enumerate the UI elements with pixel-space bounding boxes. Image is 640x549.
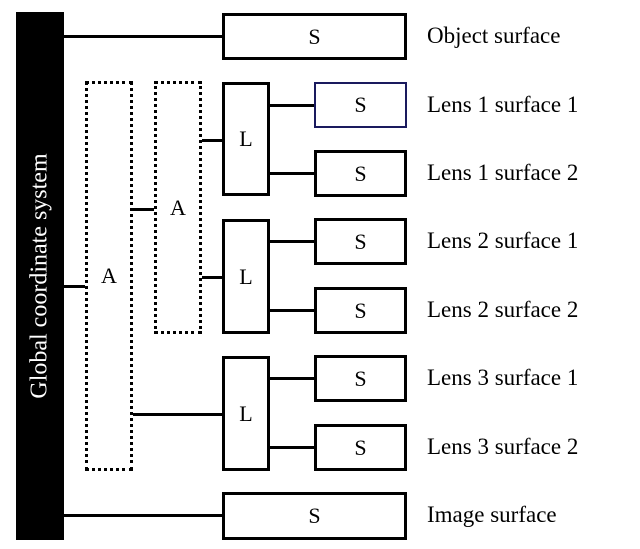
surface-lens3-2-symbol: S bbox=[354, 434, 367, 460]
connector-outer-lens3 bbox=[132, 413, 223, 416]
surface-lens3-2[interactable]: S bbox=[314, 424, 407, 471]
assembly-inner-label: A bbox=[170, 194, 186, 220]
surface-image[interactable]: S bbox=[222, 492, 407, 540]
label-lens3-surface2: Lens 3 surface 2 bbox=[427, 434, 579, 459]
label-object-surface: Object surface bbox=[427, 23, 561, 48]
surface-lens1-1-symbol: S bbox=[354, 92, 367, 117]
surface-lens1-2-symbol: S bbox=[354, 160, 367, 186]
lens-1-label: L bbox=[239, 126, 253, 151]
surface-object[interactable]: S bbox=[222, 13, 407, 60]
surface-lens3-1[interactable]: S bbox=[314, 355, 407, 402]
connector-lens2-surface2 bbox=[269, 309, 315, 312]
connector-global-assembly-outer bbox=[64, 285, 86, 288]
surface-lens2-2-symbol: S bbox=[354, 297, 367, 323]
global-coordinate-system-bar bbox=[16, 12, 64, 540]
label-lens2-surface2: Lens 2 surface 2 bbox=[427, 297, 579, 322]
surface-lens1-2[interactable]: S bbox=[314, 150, 407, 197]
connector-outer-inner-assembly bbox=[132, 208, 155, 211]
connector-lens2-surface1 bbox=[269, 240, 315, 243]
connector-lens3-surface1 bbox=[269, 377, 315, 380]
connector-global-image bbox=[64, 514, 222, 517]
lens-2[interactable]: L bbox=[222, 219, 270, 334]
assembly-outer[interactable]: A bbox=[85, 81, 133, 471]
connector-lens1-surface1 bbox=[269, 104, 315, 107]
surface-object-symbol: S bbox=[308, 23, 321, 49]
surface-image-symbol: S bbox=[308, 503, 321, 528]
connector-inner-lens2 bbox=[201, 276, 223, 279]
connector-global-object bbox=[64, 35, 222, 38]
label-lens3-surface1: Lens 3 surface 1 bbox=[427, 365, 579, 390]
label-lens2-surface1: Lens 2 surface 1 bbox=[427, 228, 579, 253]
surface-lens2-2[interactable]: S bbox=[314, 287, 407, 334]
label-lens1-surface2: Lens 1 surface 2 bbox=[427, 160, 579, 185]
connector-lens1-surface2 bbox=[269, 172, 315, 175]
surface-lens2-1[interactable]: S bbox=[314, 218, 407, 265]
lens-3[interactable]: L bbox=[222, 356, 270, 471]
global-coordinate-system-label: Global coordinate system bbox=[26, 153, 53, 399]
surface-lens3-1-symbol: S bbox=[354, 365, 367, 391]
surface-lens1-1[interactable]: S bbox=[314, 82, 407, 128]
assembly-outer-label: A bbox=[101, 263, 117, 288]
label-image-surface: Image surface bbox=[427, 502, 557, 527]
label-lens1-surface1: Lens 1 surface 1 bbox=[427, 92, 579, 117]
surface-lens2-1-symbol: S bbox=[354, 228, 367, 254]
lens-1[interactable]: L bbox=[222, 82, 270, 196]
lens-2-label: L bbox=[239, 263, 253, 289]
connector-inner-lens1 bbox=[201, 139, 223, 142]
connector-lens3-surface2 bbox=[269, 446, 315, 449]
lens-3-label: L bbox=[239, 400, 253, 426]
assembly-inner[interactable]: A bbox=[154, 81, 202, 334]
